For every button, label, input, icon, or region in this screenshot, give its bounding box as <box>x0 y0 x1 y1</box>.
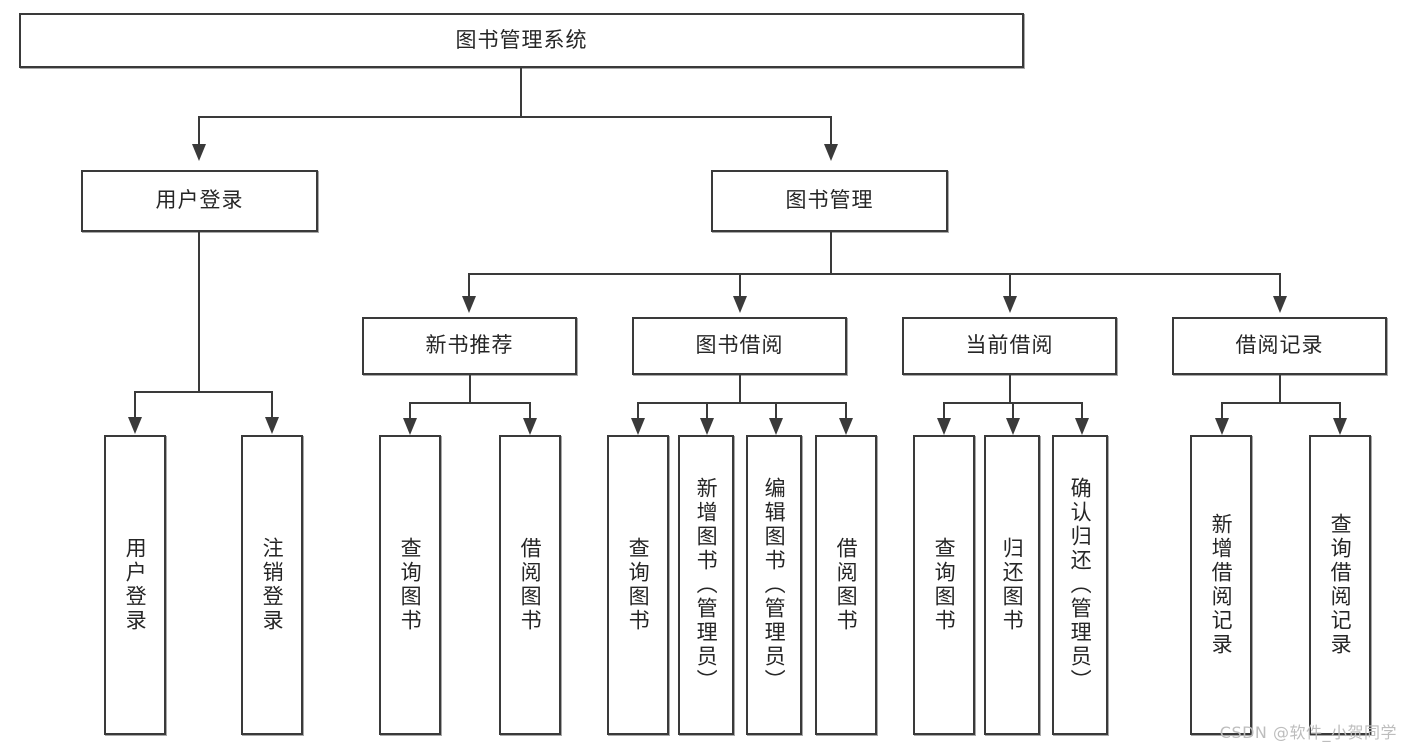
node-book-borrow[interactable]: 图书借阅 <box>632 317 847 375</box>
node-label: 归还图书 <box>1000 537 1025 633</box>
node-label: 图书管理系统 <box>455 27 588 52</box>
connector-bb-leaf-2 <box>706 402 708 418</box>
arrowhead-nbr-leaf-1 <box>403 418 417 435</box>
connector-user-login-to-leaf-1 <box>134 391 136 417</box>
arrowhead-nbr-leaf-2 <box>523 418 537 435</box>
arrowhead-user-login-leaf-2 <box>265 417 279 434</box>
connector-nbr-leaf-2 <box>529 402 531 418</box>
node-label: 查询图书 <box>626 537 651 633</box>
node-label: 查询图书 <box>932 537 957 633</box>
connector-user-login-stem <box>198 232 200 391</box>
arrowhead-bb-leaf-3 <box>769 418 783 435</box>
node-label: 查询借阅记录 <box>1328 513 1353 657</box>
connector-root-to-book-management <box>830 116 832 144</box>
connector-to-new-book-recommend <box>468 273 470 296</box>
node-label: 当前借阅 <box>965 333 1054 358</box>
node-book-management[interactable]: 图书管理 <box>711 170 948 232</box>
connector-new-book-recommend-bus <box>409 402 529 404</box>
connector-to-current-borrow <box>1009 273 1011 296</box>
node-label: 图书借阅 <box>695 333 784 358</box>
node-leaf-user-login[interactable]: 用户登录 <box>104 435 166 735</box>
connector-bb-leaf-3 <box>775 402 777 418</box>
csdn-watermark: CSDN @软件_小贺同学 <box>1219 723 1397 742</box>
connector-user-login-bus <box>134 391 271 393</box>
node-leaf-confirm-return-admin[interactable]: 确认归还（管理员） <box>1052 435 1108 735</box>
arrowhead-bb-leaf-4 <box>839 418 853 435</box>
arrowhead-br-leaf-1 <box>1215 418 1229 435</box>
connector-nbr-leaf-1 <box>409 402 411 418</box>
arrowhead-user-login-leaf-1 <box>128 417 142 434</box>
connector-bb-leaf-4 <box>845 402 847 418</box>
node-label: 新书推荐 <box>425 333 514 358</box>
node-label: 新增图书（管理员） <box>694 477 719 693</box>
node-label: 借阅记录 <box>1235 333 1324 358</box>
connector-cb-leaf-3 <box>1081 402 1083 418</box>
arrowhead-to-book-management <box>824 144 838 161</box>
connector-current-borrow-stem <box>1009 375 1011 402</box>
node-label: 注销登录 <box>260 537 285 633</box>
connector-book-management-stem <box>830 232 832 273</box>
node-label: 查询图书 <box>398 537 423 633</box>
node-leaf-query-borrow-record[interactable]: 查询借阅记录 <box>1309 435 1371 735</box>
connector-book-management-bus <box>468 273 1280 275</box>
connector-borrow-record-bus <box>1221 402 1339 404</box>
node-leaf-query-books-recommend[interactable]: 查询图书 <box>379 435 441 735</box>
arrowhead-cb-leaf-3 <box>1075 418 1089 435</box>
connector-br-leaf-2 <box>1339 402 1341 418</box>
connector-book-borrow-stem <box>739 375 741 402</box>
node-borrow-record[interactable]: 借阅记录 <box>1172 317 1387 375</box>
arrowhead-new-book-recommend <box>462 296 476 313</box>
node-label: 用户登录 <box>155 188 244 213</box>
connector-br-leaf-1 <box>1221 402 1223 418</box>
node-leaf-edit-book-admin[interactable]: 编辑图书（管理员） <box>746 435 802 735</box>
connector-user-login-to-leaf-2 <box>271 391 273 417</box>
connector-book-borrow-bus <box>637 402 845 404</box>
connector-cb-leaf-1 <box>943 402 945 418</box>
node-root-book-management-system[interactable]: 图书管理系统 <box>19 13 1024 68</box>
connector-root-stem <box>520 68 522 116</box>
node-current-borrow[interactable]: 当前借阅 <box>902 317 1117 375</box>
node-leaf-add-borrow-record[interactable]: 新增借阅记录 <box>1190 435 1252 735</box>
arrowhead-bb-leaf-1 <box>631 418 645 435</box>
node-leaf-query-books-current[interactable]: 查询图书 <box>913 435 975 735</box>
node-label: 借阅图书 <box>834 537 859 633</box>
arrowhead-cb-leaf-2 <box>1006 418 1020 435</box>
arrowhead-borrow-record <box>1273 296 1287 313</box>
node-leaf-return-books[interactable]: 归还图书 <box>984 435 1040 735</box>
node-label: 新增借阅记录 <box>1209 513 1234 657</box>
node-label: 图书管理 <box>785 188 874 213</box>
connector-to-book-borrow <box>739 273 741 296</box>
connector-root-to-user-login <box>198 116 200 144</box>
node-label: 编辑图书（管理员） <box>762 477 787 693</box>
connector-bb-leaf-1 <box>637 402 639 418</box>
arrowhead-cb-leaf-1 <box>937 418 951 435</box>
connector-cb-leaf-2 <box>1012 402 1014 418</box>
arrowhead-book-borrow <box>733 296 747 313</box>
connector-root-bus <box>198 116 832 118</box>
node-leaf-borrow-books-recommend[interactable]: 借阅图书 <box>499 435 561 735</box>
node-leaf-query-books-borrow[interactable]: 查询图书 <box>607 435 669 735</box>
arrowhead-to-user-login <box>192 144 206 161</box>
node-leaf-logout-login[interactable]: 注销登录 <box>241 435 303 735</box>
node-new-book-recommend[interactable]: 新书推荐 <box>362 317 577 375</box>
node-leaf-borrow-books[interactable]: 借阅图书 <box>815 435 877 735</box>
arrowhead-current-borrow <box>1003 296 1017 313</box>
arrowhead-br-leaf-2 <box>1333 418 1347 435</box>
node-leaf-add-book-admin[interactable]: 新增图书（管理员） <box>678 435 734 735</box>
connector-borrow-record-stem <box>1279 375 1281 402</box>
node-label: 用户登录 <box>123 537 148 633</box>
node-label: 借阅图书 <box>518 537 543 633</box>
connector-new-book-recommend-stem <box>469 375 471 402</box>
connector-to-borrow-record <box>1279 273 1281 296</box>
arrowhead-bb-leaf-2 <box>700 418 714 435</box>
node-user-login[interactable]: 用户登录 <box>81 170 318 232</box>
node-label: 确认归还（管理员） <box>1068 477 1093 693</box>
